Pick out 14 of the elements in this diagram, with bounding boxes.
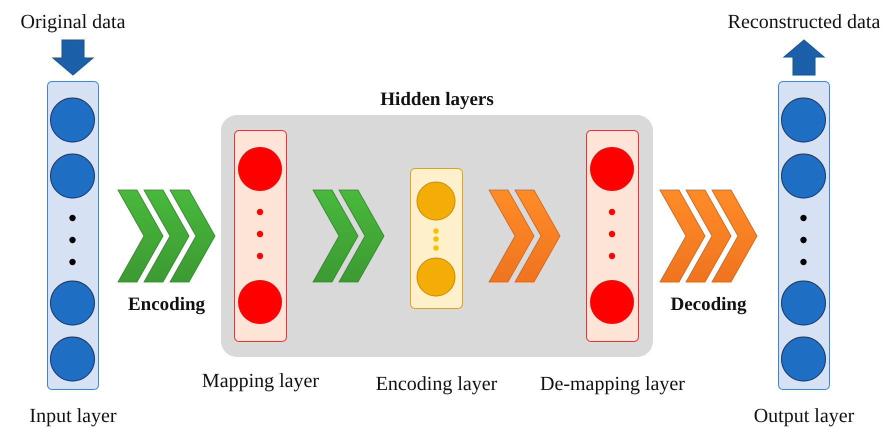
chevron-arrow (117, 190, 216, 282)
chevron-arrow (659, 190, 758, 282)
block-arrow (782, 39, 826, 76)
data-label: Reconstructed data (719, 10, 889, 34)
block-arrow (52, 40, 94, 76)
layer-caption: Output layer (754, 404, 854, 428)
chevron-arrow (488, 190, 560, 282)
layer-caption: Mapping layer (202, 369, 320, 393)
panel-heading: Hidden layers (380, 88, 494, 112)
layer-caption: Encoding layer (376, 372, 498, 396)
layer-caption: De-mapping layer (540, 372, 685, 396)
chevron-arrow (312, 190, 384, 282)
layer-caption: Input layer (29, 404, 117, 428)
data-label: Original data (8, 10, 138, 34)
